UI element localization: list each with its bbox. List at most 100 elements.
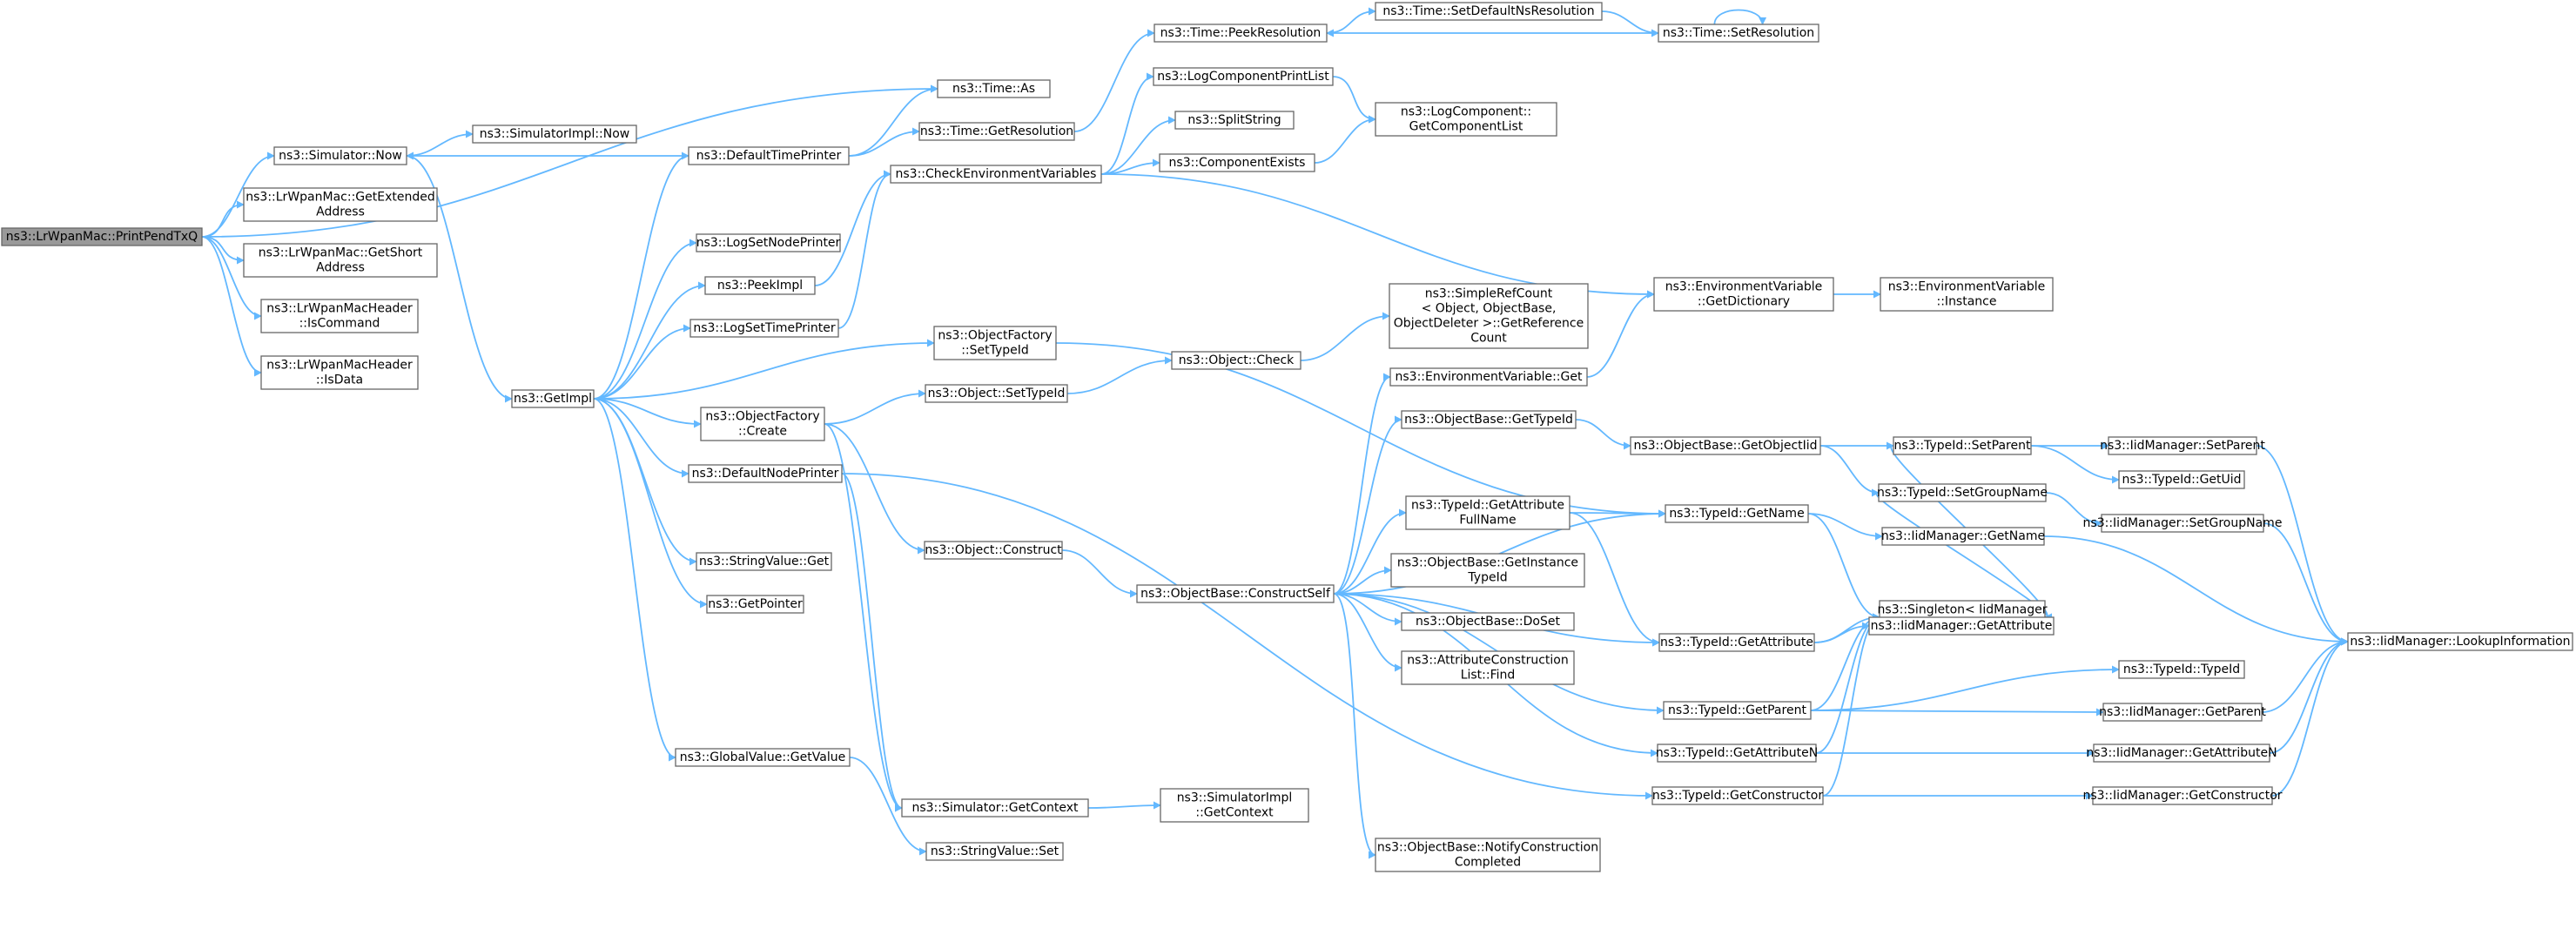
node-obgetoid[interactable]: ns3::ObjectBase::GetObjectIid: [1630, 436, 1821, 455]
call-edge-defnode-to-simgetctx: [841, 473, 903, 812]
call-edge-root-to-isdata: [201, 236, 262, 377]
node-iidlookup[interactable]: ns3::IidManager::LookupInformation: [2347, 632, 2573, 651]
node-timeas[interactable]: ns3::Time::As: [937, 79, 1051, 98]
node-label: ns3::IidManager::GetName: [1881, 529, 2045, 543]
node-checkenv[interactable]: ns3::CheckEnvironmentVariables: [890, 165, 1102, 184]
call-edge-tidgetparent-to-iidgetparent: [1810, 708, 2104, 717]
node-envinst[interactable]: ns3::EnvironmentVariable::Instance: [1880, 277, 2054, 312]
node-tidtypeid[interactable]: ns3::TypeId::TypeId: [2118, 660, 2245, 679]
node-ofsettid[interactable]: ns3::ObjectFactory::SetTypeId: [933, 326, 1057, 360]
node-label: ns3::GetImpl: [514, 392, 592, 406]
node-iidgetattrn[interactable]: ns3::IidManager::GetAttributeN: [2086, 744, 2277, 763]
node-iidgetname[interactable]: ns3::IidManager::GetName: [1881, 527, 2045, 546]
node-tidgetname[interactable]: ns3::TypeId::GetName: [1665, 504, 1809, 523]
node-split[interactable]: ns3::SplitString: [1174, 111, 1295, 130]
node-logsettime[interactable]: ns3::LogSetTimePrinter: [689, 319, 839, 338]
node-box: [1, 227, 203, 246]
node-compexists[interactable]: ns3::ComponentExists: [1159, 153, 1315, 172]
node-label: ns3::SimulatorImpl::Now: [480, 127, 630, 141]
node-envget[interactable]: ns3::EnvironmentVariable::Get: [1389, 367, 1588, 387]
node-label: ns3::LogSetTimePrinter: [693, 321, 836, 335]
node-getres[interactable]: ns3::Time::GetResolution: [918, 122, 1075, 141]
node-label: ns3::Object::Check: [1179, 353, 1295, 367]
call-edge-getimpl-to-logsetnode: [593, 239, 697, 400]
node-label: ns3::CheckEnvironmentVariables: [896, 167, 1097, 181]
node-defnode[interactable]: ns3::DefaultNodePrinter: [688, 464, 843, 483]
node-ofcreate[interactable]: ns3::ObjectFactory::Create: [700, 407, 825, 441]
node-simimplnow[interactable]: ns3::SimulatorImpl::Now: [472, 124, 637, 144]
node-envdict[interactable]: ns3::EnvironmentVariable::GetDictionary: [1653, 277, 1834, 312]
call-edge-getimpl-to-peekimpl: [593, 281, 706, 400]
call-edge-consself-to-envget: [1333, 373, 1391, 595]
node-box: [1401, 410, 1577, 429]
node-deftime[interactable]: ns3::DefaultTimePrinter: [688, 146, 850, 165]
node-iscmd[interactable]: ns3::LrWpanMacHeader::IsCommand: [260, 299, 419, 333]
node-label: ns3::ObjectFactory: [938, 329, 1052, 343]
node-label: TypeId: [1467, 571, 1507, 585]
node-getimpl[interactable]: ns3::GetImpl: [511, 389, 595, 408]
node-iidgetattr[interactable]: ns3::IidManager::GetAttribute: [1868, 616, 2055, 636]
call-edge-logsettime-to-checkenv: [837, 170, 891, 329]
node-objcheck[interactable]: ns3::Object::Check: [1171, 351, 1301, 370]
node-label: ns3::TypeId::SetGroupName: [1877, 486, 2048, 500]
node-simgetctx[interactable]: ns3::Simulator::GetContext: [901, 798, 1089, 818]
node-objcons[interactable]: ns3::Object::Construct: [924, 541, 1063, 560]
node-label: ns3::SimpleRefCount: [1425, 287, 1553, 301]
call-edge-root-to-simnow: [201, 151, 275, 238]
node-strget[interactable]: ns3::StringValue::Get: [696, 552, 832, 571]
node-peekres[interactable]: ns3::Time::PeekResolution: [1153, 24, 1328, 43]
node-tidgetuid[interactable]: ns3::TypeId::GetUid: [2118, 470, 2245, 489]
node-label: ns3::LogComponentPrintList: [1157, 70, 1329, 84]
node-label: ns3::DefaultNodePrinter: [692, 467, 839, 481]
node-getptr[interactable]: ns3::GetPointer: [706, 595, 804, 614]
node-iidgetparent[interactable]: ns3::IidManager::GetParent: [2099, 703, 2266, 722]
node-box: [937, 79, 1051, 98]
node-label: ns3::EnvironmentVariable::Get: [1396, 370, 1583, 384]
node-logsetnode[interactable]: ns3::LogSetNodePrinter: [696, 233, 841, 252]
call-edge-tidgetattrfull-to-tidgetattr: [1569, 512, 1660, 647]
node-box: [511, 389, 595, 408]
node-peekimpl[interactable]: ns3::PeekImpl: [704, 276, 816, 295]
node-logprint[interactable]: ns3::LogComponentPrintList: [1153, 67, 1334, 86]
node-obnotify[interactable]: ns3::ObjectBase::NotifyConstructionCompl…: [1375, 838, 1601, 872]
node-isdata[interactable]: ns3::LrWpanMacHeader::IsData: [260, 355, 419, 390]
node-obdoset[interactable]: ns3::ObjectBase::DoSet: [1401, 612, 1575, 631]
node-tidgetattr[interactable]: ns3::TypeId::GetAttribute: [1658, 633, 1815, 652]
node-label: FullName: [1459, 514, 1516, 528]
node-label: ObjectDeleter >::GetReference: [1394, 317, 1584, 331]
node-objsettid[interactable]: ns3::Object::SetTypeId: [925, 384, 1068, 403]
node-tidsetparent[interactable]: ns3::TypeId::SetParent: [1893, 436, 2032, 455]
node-label: ns3::LrWpanMac::GetExtended: [245, 191, 434, 205]
node-getcomplist[interactable]: ns3::LogComponent::GetComponentList: [1375, 102, 1557, 137]
node-label: Address: [316, 205, 365, 219]
node-tidgetparent[interactable]: ns3::TypeId::GetParent: [1663, 701, 1812, 720]
node-obgettid[interactable]: ns3::ObjectBase::GetTypeId: [1401, 410, 1577, 429]
node-strset[interactable]: ns3::StringValue::Set: [925, 842, 1064, 861]
node-iidsetparent[interactable]: ns3::IidManager::SetParent: [2100, 436, 2265, 455]
node-label: ns3::TypeId::GetAttribute: [1660, 636, 1813, 649]
node-setdefns[interactable]: ns3::Time::SetDefaultNsResolution: [1375, 2, 1603, 21]
node-gvget[interactable]: ns3::GlobalValue::GetValue: [675, 748, 851, 767]
node-label: List::Find: [1461, 669, 1516, 683]
node-root[interactable]: ns3::LrWpanMac::PrintPendTxQ: [1, 227, 203, 246]
node-consself[interactable]: ns3::ObjectBase::ConstructSelf: [1136, 584, 1335, 603]
node-box: [675, 748, 851, 767]
node-srccount[interactable]: ns3::SimpleRefCount< Object, ObjectBase,…: [1389, 283, 1589, 349]
node-setres[interactable]: ns3::Time::SetResolution: [1658, 24, 1819, 43]
node-box: [1389, 283, 1589, 349]
node-box: [1665, 504, 1809, 523]
node-label: ns3::StringValue::Set: [931, 844, 1059, 858]
call-edge-obgettid-to-obgetoid: [1575, 419, 1631, 450]
node-tidsetgroup[interactable]: ns3::TypeId::SetGroupName: [1877, 483, 2048, 502]
node-tidgetcons[interactable]: ns3::TypeId::GetConstructor: [1651, 786, 1824, 805]
node-iidsetgroup[interactable]: ns3::IidManager::SetGroupName: [2083, 514, 2283, 533]
node-tidgetattrn[interactable]: ns3::TypeId::GetAttributeN: [1656, 744, 1818, 763]
node-iidgetcons[interactable]: ns3::IidManager::GetConstructor: [2082, 786, 2283, 805]
node-simnow[interactable]: ns3::Simulator::Now: [273, 146, 407, 165]
node-implctx[interactable]: ns3::SimulatorImpl::GetContext: [1160, 788, 1309, 823]
